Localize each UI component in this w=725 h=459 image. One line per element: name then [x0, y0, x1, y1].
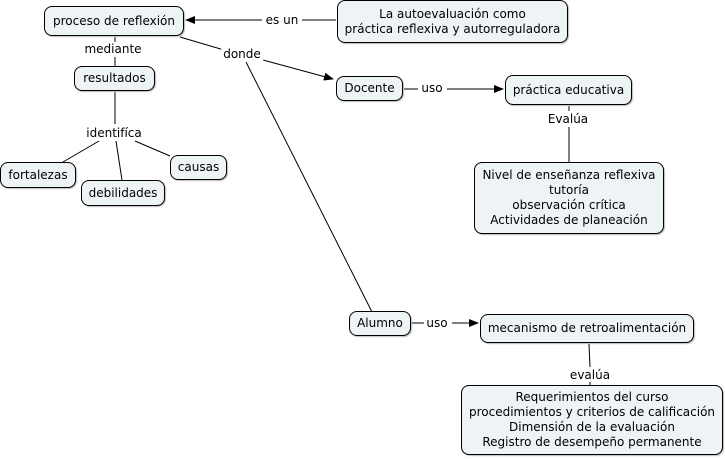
concept-text: fortalezas — [8, 167, 68, 182]
concept-text-line: procedimientos y criterios de calificaci… — [468, 405, 716, 419]
concept-autoevaluacion[interactable]: La autoevaluación como práctica reflexiv… — [337, 0, 568, 43]
line-identifica-fortalezas — [62, 140, 100, 163]
concept-text-line: Dimensión de la evaluación — [509, 420, 675, 434]
link-es-un: es un — [263, 13, 301, 27]
line-donde-alumno — [245, 61, 373, 313]
concept-text: resultados — [83, 71, 146, 85]
link-evalua-docente: Evalúa — [545, 112, 591, 126]
concept-mecanismo-retroalimentacion[interactable]: mecanismo de retroalimentación — [480, 314, 694, 343]
link-uso-alumno: uso — [424, 316, 450, 330]
concept-fortalezas[interactable]: fortalezas — [0, 162, 76, 188]
concept-text: proceso de reflexión — [53, 13, 175, 28]
link-evalua-alumno: evalúa — [567, 368, 613, 382]
concept-requerimientos[interactable]: Requerimientos del curso procedimientos … — [461, 385, 723, 455]
concept-docente[interactable]: Docente — [336, 76, 403, 101]
line-identifica-debilidades — [115, 140, 123, 181]
concept-resultados[interactable]: resultados — [74, 66, 155, 91]
concept-text: causas — [177, 160, 220, 174]
concept-text-line: Nivel de enseñanza reflexiva — [482, 168, 656, 182]
concept-text-line: Actividades de planeación — [490, 213, 648, 227]
concept-text-line: observación crítica — [512, 198, 626, 212]
concept-text: práctica educativa — [512, 82, 625, 97]
concept-alumno[interactable]: Alumno — [349, 311, 411, 336]
concept-text-line: Registro de desempeño permanente — [482, 435, 702, 449]
concept-debilidades[interactable]: debilidades — [81, 180, 165, 206]
link-mediante: mediante — [82, 42, 144, 56]
concept-text: debilidades — [88, 185, 158, 200]
link-donde: donde — [221, 47, 263, 61]
concept-nivel-de-ensenanza[interactable]: Nivel de enseñanza reflexiva tutoría obs… — [474, 162, 664, 234]
concept-text-line: tutoría — [549, 183, 589, 197]
concept-proceso-de-reflexion[interactable]: proceso de reflexión — [44, 6, 184, 36]
concept-causas[interactable]: causas — [170, 155, 227, 180]
link-uso-docente: uso — [419, 81, 445, 95]
concept-text: Docente — [344, 81, 395, 95]
concept-text: mecanismo de retroalimentación — [487, 321, 687, 335]
line-proceso-donde — [179, 36, 225, 51]
line-mecanismo-evalua — [588, 343, 591, 368]
concept-text-line: La autoevaluación como — [379, 6, 526, 21]
concept-text: Alumno — [357, 316, 403, 330]
concept-text-line: Requerimientos del curso — [515, 390, 669, 404]
line-identifica-causas — [134, 140, 171, 157]
arrow-donde-docente — [262, 59, 334, 81]
link-identifica: identifíca — [84, 126, 144, 140]
concept-practica-educativa[interactable]: práctica educativa — [505, 75, 632, 105]
concept-text-line: práctica reflexiva y autorreguladora — [344, 21, 561, 36]
